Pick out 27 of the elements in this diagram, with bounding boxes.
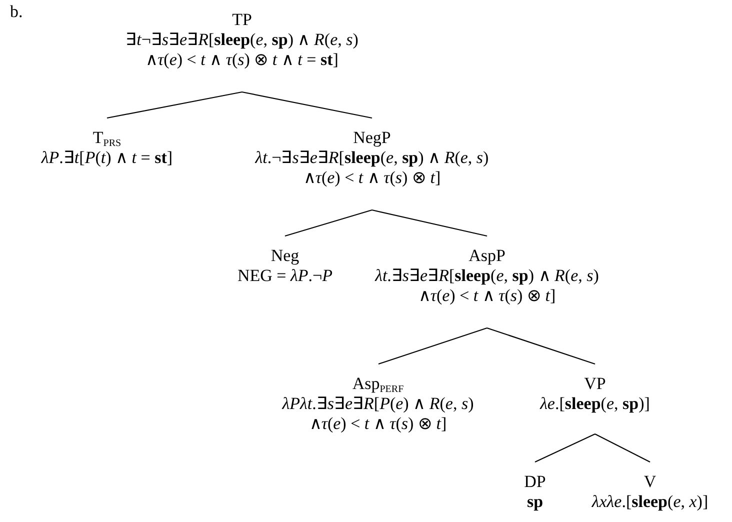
example-number: b. (10, 2, 23, 22)
semantic-formula: ∃t¬∃s∃e∃R[sleep(e, sp) ∧ R(e, s) ∧τ(e) < t ∧ τ(s) ⊗ t ∧ t = st] (124, 30, 360, 70)
category-label: NegP (353, 128, 391, 148)
tree-branch (242, 91, 372, 119)
tree-branch (534, 434, 596, 462)
tree-branch (486, 327, 596, 365)
tree-branch (372, 209, 488, 237)
tree-branch (284, 209, 372, 237)
semantic-formula: λt.¬∃s∃e∃R[sleep(e, sp) ∧ R(e, s) ∧τ(e) < t ∧ τ(s) ⊗ t] (254, 148, 490, 188)
category-label: TP (232, 10, 252, 30)
category-label: T$_{PRS}$ (92, 128, 122, 148)
tree-branch (106, 91, 242, 119)
tree-branch (378, 327, 488, 365)
tree-branch (594, 434, 650, 462)
category-label: V (644, 472, 656, 492)
semantic-formula: λPλt.∃s∃e∃R[P(e) ∧ R(e, s) ∧τ(e) < t ∧ τ(s) ⊗ t] (280, 394, 475, 434)
semantic-formula: λe.[sleep(e, sp)] (540, 394, 650, 414)
semantic-formula: sp (526, 492, 544, 512)
semantic-formula: λP.∃t[P(t) ∧ t = st] (41, 148, 173, 168)
category-label: Neg (270, 246, 300, 266)
semantic-formula: λt.∃s∃e∃R[sleep(e, sp) ∧ R(e, s) ∧τ(e) < t ∧ τ(s) ⊗ t] (374, 266, 600, 306)
category-label: VP (584, 374, 606, 394)
semantic-formula: NEG = λP.¬P (237, 266, 332, 286)
semantic-formula: λxλe.[sleep(e, x)] (592, 492, 708, 512)
category-label: DP (524, 472, 546, 492)
category-label: Asp$_{PERF}$ (352, 374, 404, 394)
category-label: AspP (468, 246, 506, 266)
